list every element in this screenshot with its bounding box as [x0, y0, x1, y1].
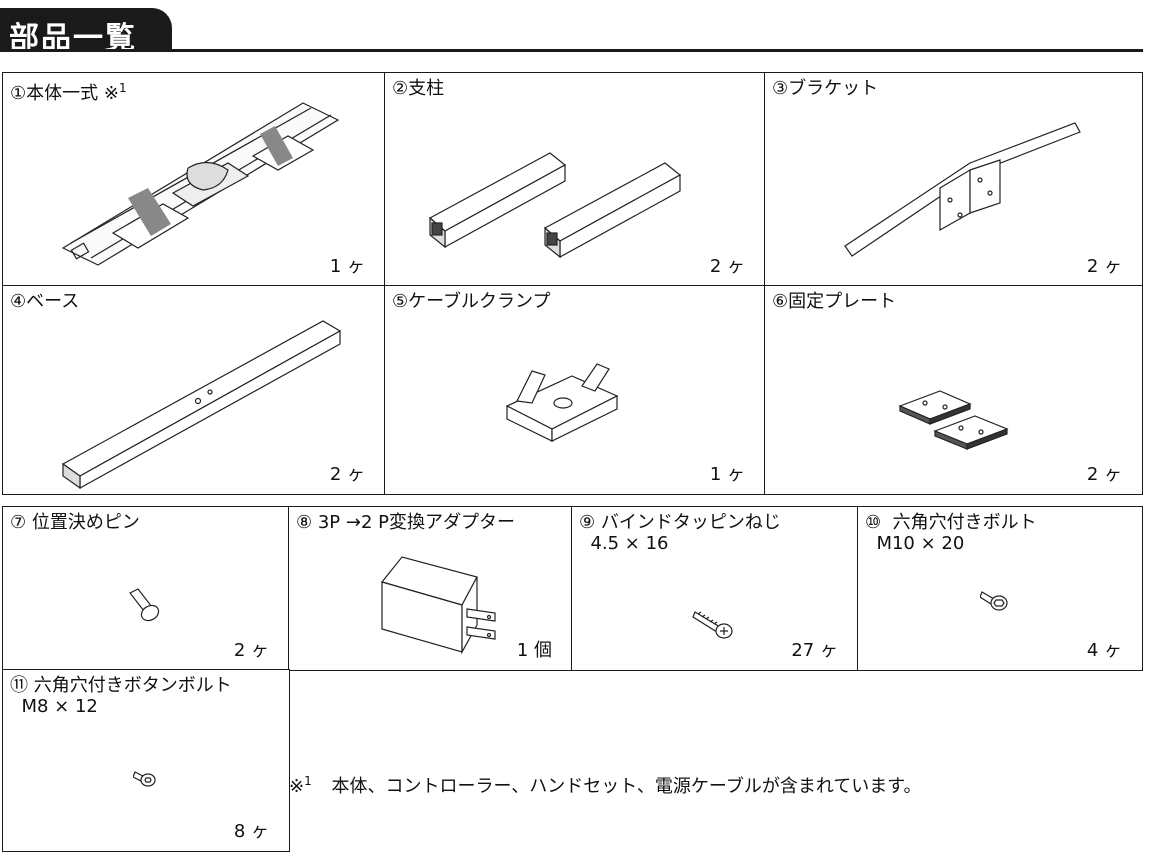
cable-clamp-icon [505, 363, 619, 442]
part-label: ⑨ バインドタッピンねじ 4.5 × 16 [579, 512, 781, 554]
footnote-mark: ※ [289, 776, 305, 797]
part-quantity: 1 個 [516, 640, 552, 661]
tapping-screw-icon [692, 611, 733, 639]
part-quantity: 1 ヶ [709, 464, 745, 485]
part-label: ②支柱 [392, 78, 445, 99]
part-label: ⑩ 六角穴付きボルト M10 × 20 [865, 512, 1037, 554]
plug-adapter-icon [380, 556, 496, 655]
title-underline [0, 49, 1143, 52]
part-cell-tapping-screw: ⑨ バインドタッピンねじ 4.5 × 16 27 ヶ [571, 506, 859, 671]
part-cell-cable-clamp: ⑤ケーブルクランプ 1 ヶ [384, 285, 766, 495]
part-cell-base: ④ベース 2 ヶ [2, 285, 386, 495]
part-label: ③ブラケット [772, 78, 879, 99]
main-body-frame-icon [61, 102, 340, 266]
part-cell-bracket: ③ブラケット 2 ヶ [764, 72, 1143, 287]
positioning-pin-icon [129, 588, 160, 622]
part-cell-positioning-pin: ⑦ 位置決めピン 2 ヶ [2, 506, 290, 671]
part-quantity: 2 ヶ [1086, 256, 1122, 277]
part-quantity: 1 ヶ [329, 256, 365, 277]
part-label: ⑪ 六角穴付きボタンボルト M8 × 12 [10, 675, 232, 717]
footnote-text: 本体、コントローラー、ハンドセット、電源ケーブルが含まれています。 [331, 776, 922, 797]
button-head-bolt-icon [133, 771, 156, 787]
part-label: ④ベース [10, 291, 80, 312]
part-cell-column: ②支柱 2 ヶ [384, 72, 766, 287]
part-cell-plug-adapter: ⑧ 3P →2 P変換アダプター 1 個 [288, 506, 573, 671]
footnote: ※1 本体、コントローラー、ハンドセット、電源ケーブルが含まれています。 [289, 772, 922, 798]
part-quantity: 2 ヶ [709, 256, 745, 277]
hex-socket-bolt-icon [980, 591, 1008, 611]
section-header: 部品一覧 [0, 0, 1143, 56]
column-pillar-icon [428, 152, 682, 259]
part-label: ⑦ 位置決めピン [10, 512, 140, 533]
part-label: ⑥固定プレート [772, 291, 897, 312]
part-quantity: 27 ヶ [791, 640, 838, 661]
footnote-marker: 1 [118, 81, 127, 95]
part-quantity: 2 ヶ [1086, 464, 1122, 485]
part-cell-button-head-bolt: ⑪ 六角穴付きボタンボルト M8 × 12 8 ヶ [2, 669, 290, 852]
part-cell-fixing-plate: ⑥固定プレート 2 ヶ [764, 285, 1143, 495]
part-cell-main-body: ①本体一式 ※1 1 ヶ [2, 72, 386, 287]
footnote-number: 1 [304, 774, 312, 788]
part-quantity: 4 ヶ [1086, 640, 1122, 661]
part-label: ①本体一式 ※ [10, 83, 119, 104]
part-quantity: 2 ヶ [329, 464, 365, 485]
title-tab: 部品一覧 [0, 8, 172, 56]
part-cell-hex-socket-bolt: ⑩ 六角穴付きボルト M10 × 20 4 ヶ [857, 506, 1143, 671]
part-quantity: 8 ヶ [233, 821, 269, 842]
part-label: ⑤ケーブルクランプ [392, 291, 551, 312]
base-foot-icon [61, 320, 342, 490]
part-label: ⑧ 3P →2 P変換アダプター [296, 512, 515, 533]
parts-grid: ①本体一式 ※1 1 ヶ ②支柱 [2, 72, 1143, 854]
fixing-plate-icon [898, 390, 1009, 450]
part-quantity: 2 ヶ [233, 640, 269, 661]
bracket-icon [844, 122, 1081, 257]
